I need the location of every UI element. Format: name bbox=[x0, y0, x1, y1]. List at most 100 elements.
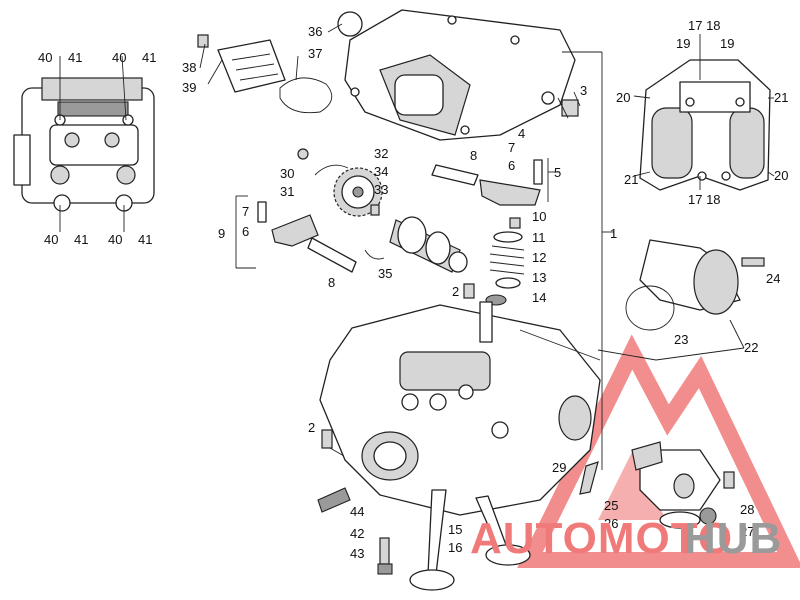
rocker-arm-5 bbox=[479, 159, 543, 206]
callout-2: 2 bbox=[452, 284, 459, 299]
callout-19: 19 bbox=[676, 36, 690, 51]
cover-plate-39 bbox=[217, 39, 286, 93]
callout-40: 40 bbox=[112, 50, 126, 65]
callout-36: 36 bbox=[308, 24, 322, 39]
valve-guide bbox=[479, 301, 493, 343]
callout-27: 27 bbox=[740, 524, 754, 539]
seat-13 bbox=[495, 277, 521, 289]
callout-30: 30 bbox=[280, 166, 294, 181]
stud-44 bbox=[317, 487, 351, 513]
callout-8: 8 bbox=[328, 275, 335, 290]
callout-6: 6 bbox=[508, 158, 515, 173]
clip-35 bbox=[364, 249, 385, 260]
callout-labels: 1 2 2 3 4 5 6 6 7 7 8 8 9 10 11 12 13 14… bbox=[38, 18, 788, 561]
callout-14: 14 bbox=[532, 290, 546, 305]
callout-20: 20 bbox=[774, 168, 788, 183]
gasket-37 bbox=[279, 77, 333, 114]
rocker-arm-9 bbox=[257, 201, 319, 247]
callout-43: 43 bbox=[350, 546, 364, 561]
sprocket-32 bbox=[333, 167, 383, 217]
intake-manifold-22 bbox=[639, 239, 741, 315]
callout-22: 22 bbox=[744, 340, 758, 355]
callout-25: 25 bbox=[604, 498, 618, 513]
dowel-2a bbox=[463, 283, 475, 299]
callout-40: 40 bbox=[108, 232, 122, 247]
oring-23 bbox=[625, 285, 675, 331]
watermark-logo-icon bbox=[517, 334, 800, 568]
callout-7: 7 bbox=[508, 140, 515, 155]
watermark-text: AUTOMOTO bbox=[470, 514, 733, 563]
callout-35: 35 bbox=[378, 266, 392, 281]
callout-29: 29 bbox=[552, 460, 566, 475]
sensor-27 bbox=[699, 507, 717, 525]
callout-15: 15 bbox=[448, 522, 462, 537]
callout-28: 28 bbox=[740, 502, 754, 517]
bolt-28 bbox=[723, 471, 735, 489]
callout-12: 12 bbox=[532, 250, 546, 265]
callout-9: 9 bbox=[218, 226, 225, 241]
dowel-2b bbox=[321, 429, 333, 449]
callout-33: 33 bbox=[374, 182, 388, 197]
callout-41: 41 bbox=[74, 232, 88, 247]
valve-16a bbox=[409, 489, 455, 591]
washer-4 bbox=[541, 91, 555, 105]
callout-13: 13 bbox=[532, 270, 546, 285]
valve-cover bbox=[344, 9, 576, 141]
callout-8: 8 bbox=[470, 148, 477, 163]
callout-34: 34 bbox=[374, 164, 388, 179]
callout-11: 11 bbox=[532, 230, 546, 245]
nut-43 bbox=[377, 563, 393, 575]
rocker-shaft-8b bbox=[307, 237, 357, 273]
callout-21: 21 bbox=[774, 90, 788, 105]
callout-5: 5 bbox=[554, 165, 561, 180]
thermostat-housing-25 bbox=[639, 449, 721, 511]
rocker-shaft-8a bbox=[431, 164, 479, 186]
callout-41: 41 bbox=[142, 50, 156, 65]
callout-38: 38 bbox=[182, 60, 196, 75]
lock-plate-31 bbox=[314, 164, 349, 176]
callout-41: 41 bbox=[138, 232, 152, 247]
spring-12 bbox=[489, 245, 525, 275]
callout-4: 4 bbox=[518, 126, 525, 141]
adjust-screw-7 bbox=[533, 159, 543, 185]
valve-16b bbox=[475, 495, 531, 566]
callout-2: 2 bbox=[308, 420, 315, 435]
pin-34 bbox=[370, 204, 380, 216]
callout-17-18: 17 18 bbox=[688, 18, 721, 33]
bolt-30 bbox=[297, 148, 309, 160]
gasket-housing bbox=[631, 441, 663, 471]
leader-lines bbox=[59, 23, 775, 470]
adjust-screw-7b bbox=[257, 201, 267, 223]
head-top-view bbox=[13, 77, 155, 212]
callout-23: 23 bbox=[674, 332, 688, 347]
callout-37: 37 bbox=[308, 46, 322, 61]
callout-40: 40 bbox=[38, 50, 52, 65]
callout-24: 24 bbox=[766, 271, 780, 286]
oring-26 bbox=[659, 511, 701, 529]
plug-3 bbox=[561, 99, 579, 117]
callout-7: 7 bbox=[242, 204, 249, 219]
callout-20: 20 bbox=[616, 90, 630, 105]
callout-16: 16 bbox=[448, 540, 462, 555]
callout-26: 26 bbox=[604, 516, 618, 531]
callout-44: 44 bbox=[350, 504, 364, 519]
stud-42 bbox=[379, 537, 390, 565]
callout-3: 3 bbox=[580, 83, 587, 98]
head-front-view bbox=[639, 59, 771, 191]
cylinder-head bbox=[319, 301, 601, 516]
callout-10: 10 bbox=[532, 209, 546, 224]
camshaft-33 bbox=[389, 216, 468, 273]
bolt-24 bbox=[741, 257, 765, 267]
watermark-text-hub: HUB bbox=[684, 514, 782, 563]
callout-1: 1 bbox=[610, 226, 617, 241]
keeper-10 bbox=[509, 217, 521, 229]
spark-plug-29 bbox=[579, 461, 599, 495]
callout-39: 39 bbox=[182, 80, 196, 95]
callout-17-18: 17 18 bbox=[688, 192, 721, 207]
retainer-11 bbox=[493, 231, 523, 243]
callout-42: 42 bbox=[350, 526, 364, 541]
callout-40: 40 bbox=[44, 232, 58, 247]
callout-21: 21 bbox=[624, 172, 638, 187]
